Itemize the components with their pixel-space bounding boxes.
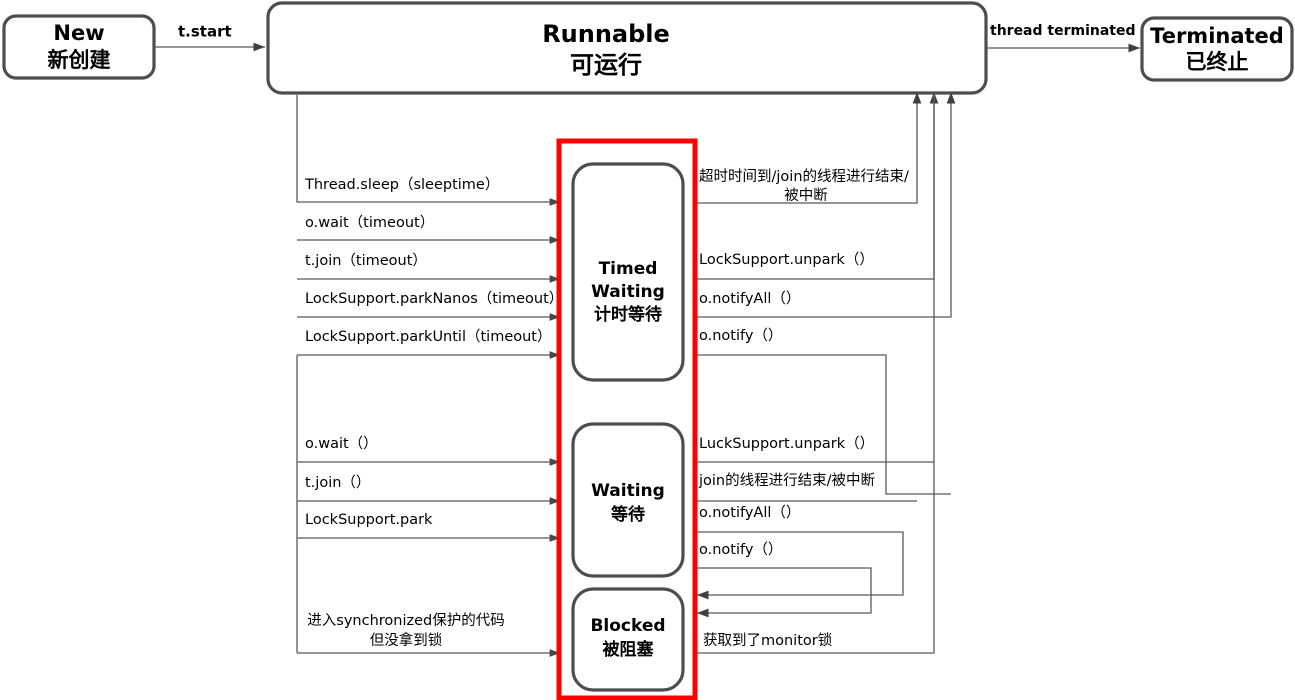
label-enter-timed-waiting-5: LockSupport.parkUntil（timeout） xyxy=(305,328,552,345)
label-enter-blocked-line2: 但没拿到锁 xyxy=(370,631,443,649)
labels-exit-waiting: LuckSupport.unpark（） join的线程进行结束/被中断 o.n… xyxy=(698,435,875,558)
label-enter-blocked-line1: 进入synchronized保护的代码 xyxy=(307,612,504,629)
state-runnable[interactable]: Runnable 可运行 xyxy=(266,1,988,95)
state-waiting-label-en: Waiting xyxy=(591,481,665,501)
state-terminated-label-en: Terminated xyxy=(1150,24,1284,48)
labels-enter-waiting: o.wait（） t.join（） LockSupport.park xyxy=(305,435,433,528)
label-exit-waiting-2: join的线程进行结束/被中断 xyxy=(698,472,875,489)
state-waiting-box[interactable] xyxy=(571,422,685,578)
label-exit-blocked-1: 获取到了monitor锁 xyxy=(703,632,832,649)
labels-enter-timed-waiting: Thread.sleep（sleeptime） o.wait（timeout） … xyxy=(304,176,563,345)
state-runnable-label-zh: 可运行 xyxy=(570,51,642,79)
labels-exit-timed-waiting: 超时时间到/join的线程进行结束/ 被中断 LockSupport.unpar… xyxy=(699,168,909,344)
state-terminated-label-zh: 已终止 xyxy=(1186,50,1249,74)
label-enter-timed-waiting-4: LockSupport.parkNanos（timeout） xyxy=(305,290,563,307)
edges-enter-waiting xyxy=(297,458,560,542)
label-exit-waiting-4: o.notify（） xyxy=(699,541,782,558)
state-timed-waiting[interactable]: Timed Waiting 计时等待 xyxy=(571,162,685,382)
edge-label-t-start: t.start xyxy=(178,23,232,41)
state-timed-waiting-label-en-2: Waiting xyxy=(591,282,665,302)
state-timed-waiting-label-zh: 计时等待 xyxy=(594,304,662,325)
label-exit-timed-waiting-3: o.notifyAll（） xyxy=(699,290,800,307)
state-new-label-zh: 新创建 xyxy=(48,48,111,72)
edge-exit-blocked-1 xyxy=(697,92,935,654)
edge-exit-timed-waiting-4 xyxy=(697,354,951,495)
edge-exit-waiting-3 xyxy=(697,531,904,600)
label-exit-timed-waiting-4: o.notify（） xyxy=(699,327,782,344)
edge-exit-waiting-4 xyxy=(697,567,872,618)
state-blocked-label-en: Blocked xyxy=(590,616,665,636)
edges-enter-timed-waiting xyxy=(296,95,560,359)
state-waiting[interactable]: Waiting 等待 xyxy=(571,422,685,578)
state-blocked-label-zh: 被阻塞 xyxy=(603,639,655,660)
edge-enter-timed-waiting-1 xyxy=(296,95,560,206)
edge-exit-timed-waiting-2 xyxy=(697,92,939,280)
edges-enter-blocked xyxy=(296,355,560,657)
edge-exit-timed-waiting-1 xyxy=(697,92,922,204)
label-exit-waiting-1: LuckSupport.unpark（） xyxy=(699,435,874,452)
label-enter-waiting-2: t.join（） xyxy=(305,474,370,491)
state-terminated[interactable]: Terminated 已终止 xyxy=(1140,16,1294,82)
label-exit-timed-waiting-2: LockSupport.unpark（） xyxy=(699,251,874,268)
labels-enter-blocked: 进入synchronized保护的代码 但没拿到锁 xyxy=(307,612,504,649)
highlight-rectangle xyxy=(556,138,698,700)
label-exit-timed-waiting-1b: 被中断 xyxy=(784,187,828,204)
state-new-box[interactable] xyxy=(2,14,156,80)
state-blocked[interactable]: Blocked 被阻塞 xyxy=(571,587,685,692)
state-blocked-box[interactable] xyxy=(571,587,685,692)
label-exit-waiting-3: o.notifyAll（） xyxy=(699,504,800,521)
label-enter-waiting-1: o.wait（） xyxy=(305,435,378,452)
state-timed-waiting-label-en-1: Timed xyxy=(599,259,658,279)
state-waiting-label-zh: 等待 xyxy=(611,504,645,525)
edge-label-thread-terminated: thread terminated xyxy=(990,23,1136,39)
state-runnable-box[interactable] xyxy=(266,1,988,95)
state-new[interactable]: New 新创建 xyxy=(2,14,156,80)
labels-exit-blocked: 获取到了monitor锁 xyxy=(703,632,832,649)
state-new-label-en: New xyxy=(53,21,104,45)
state-runnable-label-en: Runnable xyxy=(542,20,670,48)
label-enter-waiting-3: LockSupport.park xyxy=(305,512,433,528)
label-enter-timed-waiting-2: o.wait（timeout） xyxy=(305,214,434,231)
label-enter-timed-waiting-3: t.join（timeout） xyxy=(305,252,427,269)
label-enter-timed-waiting-1: Thread.sleep（sleeptime） xyxy=(304,176,499,193)
edges-exit-to-runnable xyxy=(697,92,956,654)
state-timed-waiting-box[interactable] xyxy=(571,162,685,382)
state-terminated-box[interactable] xyxy=(1140,16,1294,82)
edge-exit-timed-waiting-3 xyxy=(697,92,956,318)
label-exit-timed-waiting-1a: 超时时间到/join的线程进行结束/ xyxy=(699,168,909,185)
